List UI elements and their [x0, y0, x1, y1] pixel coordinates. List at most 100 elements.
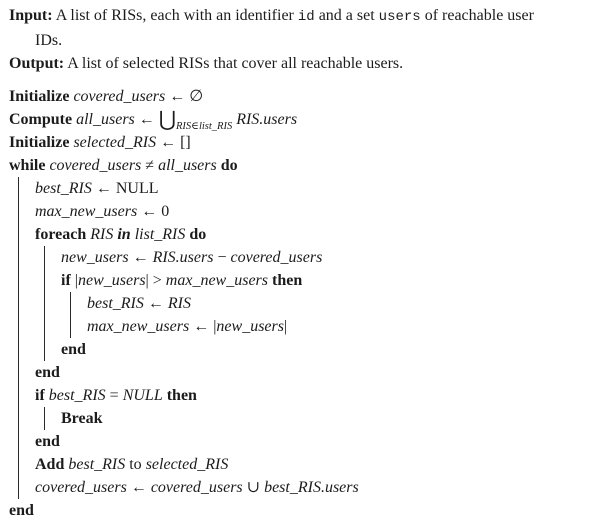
text-segment-plain: ←: [126, 479, 151, 496]
indent-guide-line: [18, 315, 35, 338]
indent-guide-line: [44, 269, 61, 292]
indent-guide-line: [18, 338, 35, 361]
text-segment-big: ⋃: [158, 107, 177, 131]
text-segment-var: covered_users: [230, 249, 323, 266]
line-text: end: [35, 361, 60, 384]
indent-guide-line: [44, 292, 61, 315]
text-segment-plain: IDs.: [35, 32, 63, 49]
text-segment-kw: Output:: [9, 55, 65, 72]
text-segment-var: max_new_users: [35, 203, 138, 220]
text-segment-kw: foreach: [35, 226, 87, 243]
text-segment-plain: ←: [134, 111, 159, 128]
line-text: best_RIS ← RIS: [87, 292, 191, 315]
line-text: new_users ← RIS.users − covered_users: [61, 246, 322, 269]
text-segment-var: covered_users: [73, 88, 166, 105]
text-segment-plain: A list of RISs, each with an identifier: [52, 7, 298, 24]
algorithm-line: end: [9, 430, 611, 453]
algorithm-line: Initialize selected_RIS ← []: [9, 131, 611, 154]
line-text: Initialize covered_users ← ∅: [9, 85, 203, 108]
line-text: Input: A list of RISs, each with an iden…: [9, 4, 534, 29]
text-segment-var: covered_users: [150, 479, 243, 496]
line-text: max_new_users ← 0: [35, 200, 169, 223]
indent-guide-line: [44, 246, 61, 269]
line-text: if |new_users| > max_new_users then: [61, 269, 302, 292]
algorithm-line: Compute all_users ← ⋃RIS∈list_RIS RIS.us…: [9, 107, 611, 132]
indent-guide-line: [18, 430, 35, 453]
text-segment-kwit: in: [117, 226, 131, 243]
text-segment-var: best_RIS: [68, 456, 126, 473]
algorithm-line: Output: A list of selected RISs that cov…: [9, 52, 611, 75]
algorithm-line: max_new_users ← |new_users|: [9, 315, 611, 338]
text-segment-plain: |: [70, 272, 78, 289]
text-segment-kw: Input:: [9, 7, 53, 24]
text-segment-var: RIS.users: [236, 111, 298, 128]
text-segment-var: RIS: [167, 295, 191, 312]
text-segment-var: best_RIS: [87, 295, 144, 312]
text-segment-plain: =: [105, 387, 123, 404]
text-segment-kw: Initialize: [9, 134, 70, 151]
algorithm-line: Initialize covered_users ← ∅: [9, 85, 611, 108]
algorithm-line: while covered_users ≠ all_users do: [9, 154, 611, 177]
line-text: Initialize selected_RIS ← []: [9, 131, 191, 154]
algorithm-line: end: [9, 499, 611, 521]
indent-guide-line: [44, 407, 61, 430]
text-segment-kw: Initialize: [9, 88, 70, 105]
line-text: Break: [61, 407, 102, 430]
text-segment-var: list_RIS: [134, 226, 186, 243]
text-segment-kw: end: [61, 341, 86, 358]
line-text: Output: A list of selected RISs that cov…: [9, 52, 403, 75]
text-segment-kw: then: [166, 387, 197, 404]
text-segment-kw: Compute: [9, 111, 73, 128]
line-text: if best_RIS = NULL then: [35, 384, 197, 407]
text-segment-plain: | >: [145, 272, 166, 289]
text-segment-plain: ∪: [242, 479, 265, 496]
text-segment-var: best_RIS.users: [264, 479, 359, 496]
text-segment-plain: ← []: [156, 134, 191, 151]
line-text: while covered_users ≠ all_users do: [9, 154, 238, 177]
text-segment-plain: −: [213, 249, 231, 266]
text-segment-plain: A list of selected RISs that cover all r…: [64, 55, 404, 72]
algorithm-line: covered_users ← covered_users ∪ best_RIS…: [9, 476, 611, 499]
line-text: foreach RIS in list_RIS do: [35, 223, 206, 246]
text-segment-var: selected_RIS: [145, 456, 229, 473]
text-segment-kw: while: [9, 157, 46, 174]
algorithm-pseudocode-body: Initialize covered_users ← ∅Compute all_…: [9, 85, 611, 521]
text-segment-plain: to: [125, 456, 146, 473]
algorithm-line: foreach RIS in list_RIS do: [9, 223, 611, 246]
text-segment-plain: ← 0: [137, 203, 170, 220]
line-text: Add best_RIS to selected_RIS: [35, 453, 228, 476]
indent-guide-line: [18, 177, 35, 200]
text-segment-mono: users: [378, 9, 421, 25]
text-segment-kw: if: [35, 387, 45, 404]
text-segment-plain: |: [283, 318, 288, 335]
text-segment-var: selected_RIS: [73, 134, 157, 151]
text-segment-var: best_RIS: [35, 180, 92, 197]
algorithm-line: if |new_users| > max_new_users then: [9, 269, 611, 292]
text-segment-plain: ← ∅: [165, 88, 204, 105]
text-segment-var: best_RIS: [48, 387, 106, 404]
text-segment-var: covered_users: [49, 157, 142, 174]
indent-guide-line: [18, 476, 35, 499]
algorithm-line: Break: [9, 407, 611, 430]
indent-guide-line: [18, 361, 35, 384]
algorithm-line: max_new_users ← 0: [9, 200, 611, 223]
line-text: IDs.: [35, 29, 62, 52]
algorithm-line: if best_RIS = NULL then: [9, 384, 611, 407]
line-text: end: [35, 430, 60, 453]
algorithm-line: Add best_RIS to selected_RIS: [9, 453, 611, 476]
text-segment-mono: id: [297, 9, 315, 25]
indent-guide-line: [18, 453, 35, 476]
text-segment-var: NULL: [122, 387, 163, 404]
text-segment-plain: ←: [128, 249, 153, 266]
indent-guide-line: [44, 315, 61, 338]
text-segment-kw: end: [9, 502, 34, 519]
line-text: end: [61, 338, 86, 361]
text-segment-var: all_users: [158, 157, 217, 174]
text-segment-var: max_new_users: [165, 272, 268, 289]
text-segment-var: new_users: [77, 272, 146, 289]
algorithm-line: new_users ← RIS.users − covered_users: [9, 246, 611, 269]
text-segment-plain: ← |: [189, 318, 217, 335]
text-segment-kw: end: [35, 433, 60, 450]
text-segment-plain: of reachable user: [420, 7, 534, 24]
